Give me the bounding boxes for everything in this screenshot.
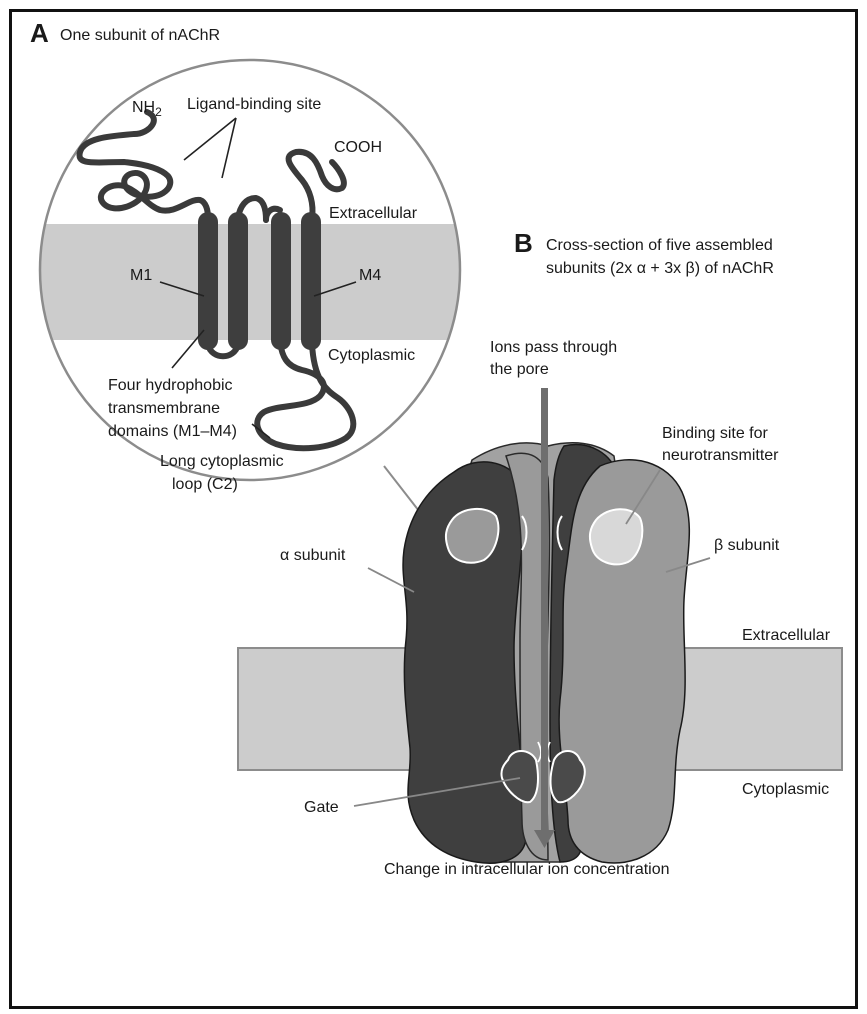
helix-m4 — [301, 212, 321, 350]
subunit-zoom-circle — [30, 60, 470, 480]
m1-label: M1 — [130, 267, 152, 284]
domains-label-line2: transmembrane — [108, 400, 220, 417]
loop-label-line2: loop (C2) — [172, 476, 238, 493]
loop-label-line1: Long cytoplasmic — [160, 453, 284, 470]
cytoplasmic-label-a: Cytoplasmic — [328, 347, 415, 364]
domains-label-line1: Four hydrophobic — [108, 377, 233, 394]
panel-b-letter: B — [514, 228, 533, 258]
ions-label-line2: the pore — [490, 361, 549, 378]
helix-m2 — [228, 212, 248, 350]
panel-b-title-line1: Cross-section of five assembled — [546, 237, 773, 254]
panel-a-letter: A — [30, 18, 49, 48]
gate-label: Gate — [304, 799, 339, 816]
cooh-label: COOH — [334, 139, 382, 156]
cytoplasmic-label-b: Cytoplasmic — [742, 781, 829, 798]
ions-label-line1: Ions pass through — [490, 339, 617, 356]
helix-m1 — [198, 212, 218, 350]
beta-subunit-label: β subunit — [714, 537, 780, 554]
panel-b-title-line2: subunits (2x α + 3x β) of nAChR — [546, 260, 774, 277]
alpha-subunit-label: α subunit — [280, 547, 346, 564]
extracellular-label-a: Extracellular — [329, 205, 418, 222]
ion-change-label: Change in intracellular ion concentratio… — [384, 861, 670, 878]
membrane-band-a — [30, 224, 470, 340]
m4-label: M4 — [359, 267, 381, 284]
beta-binding-site — [590, 509, 642, 564]
extracellular-label-b: Extracellular — [742, 627, 831, 644]
ligand-binding-site-label: Ligand-binding site — [187, 96, 321, 113]
alpha-binding-site — [446, 509, 498, 563]
binding-site-label-line2: neurotransmitter — [662, 447, 779, 464]
binding-site-label-line1: Binding site for — [662, 425, 769, 442]
domains-label-line3: domains (M1–M4) — [108, 423, 237, 440]
helix-m3 — [271, 212, 291, 350]
panel-a-title: One subunit of nAChR — [60, 27, 220, 44]
